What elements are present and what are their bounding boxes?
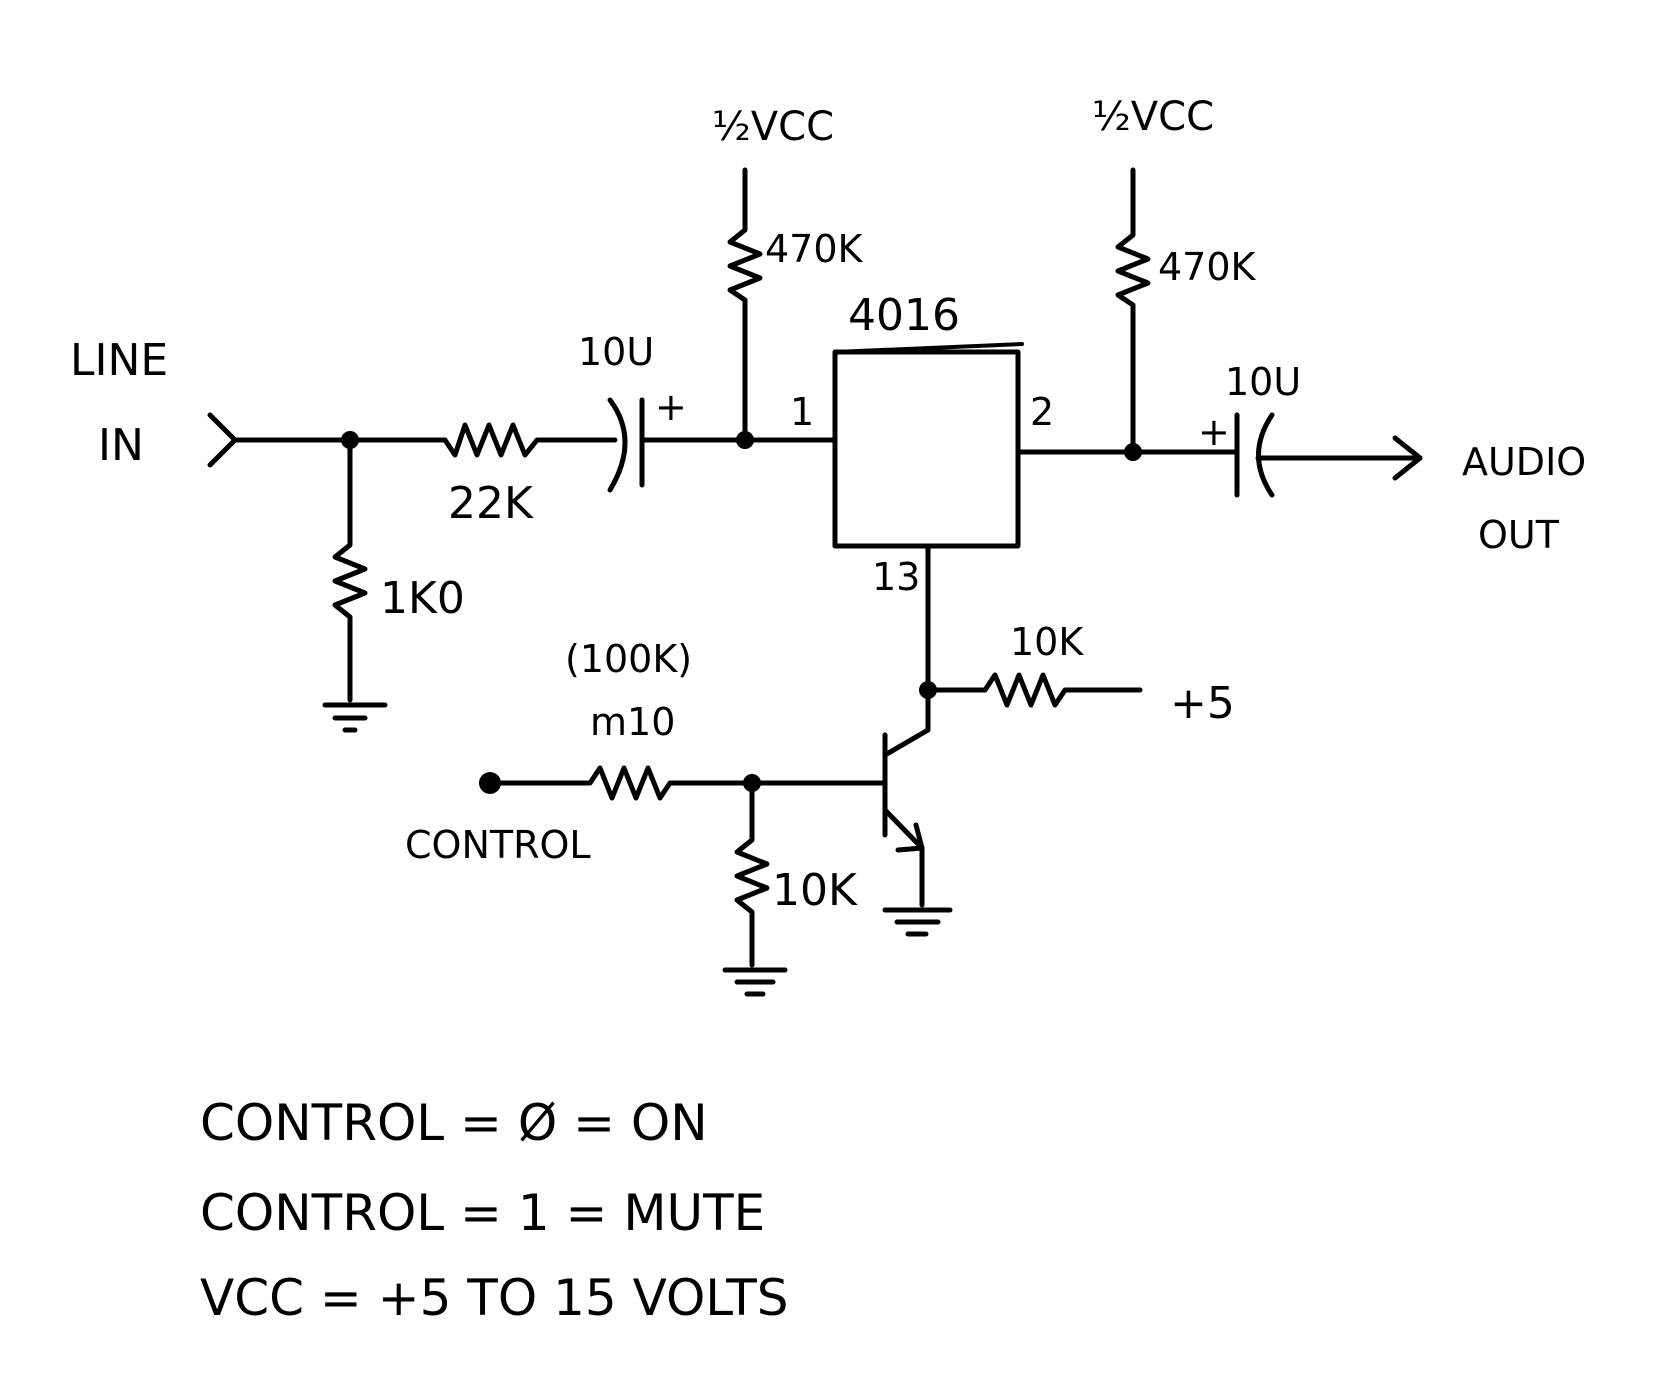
resistor-10k-pullup bbox=[925, 672, 1143, 708]
audio-out-arrow bbox=[1392, 435, 1423, 481]
line-in-arrow bbox=[207, 412, 238, 468]
plus5-label: +5 bbox=[1170, 678, 1235, 729]
res-10k-base-label: 10K bbox=[772, 865, 858, 916]
supply-left-label: ½VCC bbox=[712, 104, 834, 150]
resistor-1k0 bbox=[332, 437, 368, 703]
pin13-label: 13 bbox=[872, 555, 920, 599]
note-control-1: CONTROL = 1 = MUTE bbox=[200, 1184, 765, 1242]
resistor-470k-right bbox=[1115, 167, 1151, 455]
supply-right-label: ½VCC bbox=[1092, 94, 1214, 140]
resistor-10k-base bbox=[734, 780, 770, 968]
line-in-label-2: IN bbox=[98, 420, 144, 471]
audio-out-label-1: AUDIO bbox=[1462, 440, 1586, 484]
audio-out-label-2: OUT bbox=[1478, 513, 1560, 557]
cap-in-plus: + bbox=[655, 385, 687, 429]
cap-out-curved-plate bbox=[1256, 412, 1275, 498]
resistor-470k-left bbox=[727, 167, 763, 443]
ground-1k0 bbox=[322, 702, 388, 733]
line-in-label-1: LINE bbox=[70, 335, 168, 386]
res-1k0-label: 1K0 bbox=[380, 573, 465, 624]
res-470k-left-label: 470K bbox=[765, 227, 864, 271]
chip-label: 4016 bbox=[848, 290, 960, 341]
res-10k-pullup-label: 10K bbox=[1010, 620, 1084, 664]
cap-out-label: 10U bbox=[1225, 360, 1301, 404]
chip-top-mark bbox=[833, 342, 1024, 354]
ground-10k-base bbox=[722, 967, 788, 997]
transistor-collector bbox=[882, 727, 931, 758]
transistor-emitter-arrow bbox=[895, 822, 925, 853]
res-22k-label: 22K bbox=[448, 478, 534, 529]
chip-4016 bbox=[832, 349, 1021, 549]
cap-in-label: 10U bbox=[578, 330, 654, 374]
res-470k-right-label: 470K bbox=[1158, 245, 1257, 289]
resistor-22k bbox=[442, 422, 618, 458]
res-m10-label: m10 bbox=[590, 700, 675, 744]
control-label: CONTROL bbox=[405, 823, 591, 867]
resistor-m10 bbox=[487, 765, 888, 801]
pin2-label: 2 bbox=[1030, 390, 1054, 434]
cap-out-plus: + bbox=[1198, 410, 1230, 454]
res-100k-label: (100K) bbox=[565, 637, 692, 681]
pin1-label: 1 bbox=[790, 390, 814, 434]
ground-transistor bbox=[882, 907, 953, 937]
note-vcc: VCC = +5 TO 15 VOLTS bbox=[200, 1269, 789, 1327]
note-control-0: CONTROL = Ø = ON bbox=[200, 1094, 708, 1152]
cap-in-curved-plate bbox=[607, 397, 628, 493]
